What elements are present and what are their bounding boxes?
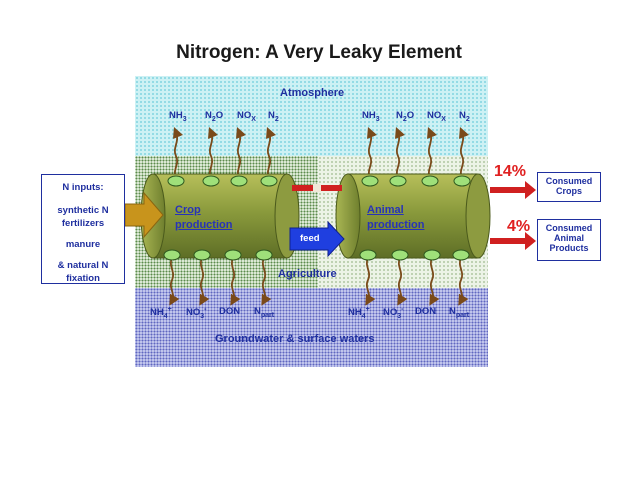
leach-label-no3: NO3- bbox=[186, 306, 207, 321]
consumed-animal-line3: Products bbox=[549, 243, 589, 253]
gas-label-n2o: N2O bbox=[396, 110, 415, 123]
leach-label-no3: NO3- bbox=[383, 306, 404, 321]
animal-label-line2: production bbox=[367, 219, 425, 231]
wavy-arrow bbox=[458, 257, 469, 306]
leach-label-don: DON bbox=[219, 306, 241, 317]
crop-label-line2: production bbox=[175, 219, 233, 231]
consumed-crops-box: Consumed Crops bbox=[537, 172, 601, 202]
feed-label: feed bbox=[300, 233, 320, 244]
n-inputs-box: N inputs: synthetic N fertilizers manure… bbox=[41, 174, 125, 284]
leach-label-npart: Npart bbox=[449, 306, 470, 319]
crop-production-cylinder bbox=[140, 173, 300, 261]
diagram-title: Nitrogen: A Very Leaky Element bbox=[176, 42, 462, 63]
input-item: synthetic N bbox=[57, 205, 109, 216]
crop-production-label[interactable]: Crop production bbox=[175, 203, 232, 233]
leach-label-nh4: NH4+ bbox=[150, 306, 172, 321]
connector-gap bbox=[313, 184, 321, 192]
animal-production-label[interactable]: Animal production bbox=[367, 203, 424, 233]
consumed-animal-arrow bbox=[490, 232, 536, 250]
crops-percent: 14% bbox=[494, 163, 527, 180]
consumed-crops-arrow bbox=[490, 181, 536, 199]
wavy-arrow bbox=[366, 126, 378, 179]
groundwater-label: Groundwater & surface waters bbox=[215, 333, 375, 345]
consumed-crops-line1: Consumed bbox=[545, 176, 593, 186]
consumed-crops-line2: Crops bbox=[555, 186, 582, 196]
input-item: fixation bbox=[66, 273, 100, 284]
wavy-arrow bbox=[265, 126, 277, 179]
agriculture-label: Agriculture bbox=[278, 268, 337, 280]
wavy-arrow bbox=[261, 257, 272, 306]
crop-label-line1: Crop bbox=[175, 204, 201, 216]
wavy-arrow bbox=[365, 257, 376, 306]
gas-label-nh3: NH3 bbox=[362, 110, 380, 123]
animal-production-cylinder bbox=[335, 173, 491, 261]
groundwater-zone bbox=[135, 288, 488, 367]
consumed-animal-line1: Consumed bbox=[545, 223, 593, 233]
gas-label-n2: N2 bbox=[268, 110, 279, 123]
wavy-arrow bbox=[169, 257, 180, 306]
atmosphere-zone bbox=[135, 76, 488, 156]
animal-percent: 4% bbox=[507, 218, 531, 235]
wavy-arrow bbox=[199, 257, 210, 306]
input-item: & natural N bbox=[57, 260, 109, 271]
atmosphere-label: Atmosphere bbox=[280, 87, 345, 99]
animal-label-line1: Animal bbox=[367, 204, 404, 216]
wavy-arrow bbox=[429, 257, 440, 306]
consumed-animal-line2: Animal bbox=[553, 233, 584, 243]
wavy-arrow bbox=[235, 126, 247, 179]
gas-label-n2: N2 bbox=[459, 110, 470, 123]
crop-leaching-arrows bbox=[169, 257, 272, 306]
inputs-arrow bbox=[124, 191, 164, 239]
leach-label-npart: Npart bbox=[254, 306, 275, 319]
wavy-arrow bbox=[207, 126, 219, 179]
wavy-arrow bbox=[426, 126, 438, 179]
wavy-arrow bbox=[394, 126, 406, 179]
wavy-arrow bbox=[458, 126, 470, 179]
input-item: fertilizers bbox=[61, 218, 105, 229]
n-inputs-heading: N inputs: bbox=[62, 182, 104, 193]
wavy-arrow bbox=[397, 257, 408, 306]
wavy-arrow bbox=[230, 257, 241, 306]
animal-leaching-arrows bbox=[365, 257, 469, 306]
gas-label-nh3: NH3 bbox=[169, 110, 187, 123]
animal-emission-arrows bbox=[366, 126, 470, 179]
crop-emission-arrows bbox=[172, 126, 277, 179]
input-item: manure bbox=[65, 239, 101, 250]
gas-label-nox: NOX bbox=[237, 110, 256, 123]
gas-label-nox: NOX bbox=[427, 110, 446, 123]
wavy-arrow bbox=[172, 126, 184, 179]
feed-arrow bbox=[289, 220, 345, 258]
leach-label-don: DON bbox=[415, 306, 437, 317]
leach-label-nh4: NH4+ bbox=[348, 306, 370, 321]
consumed-animal-box: Consumed Animal Products bbox=[537, 219, 601, 261]
gas-label-n2o: N2O bbox=[205, 110, 224, 123]
